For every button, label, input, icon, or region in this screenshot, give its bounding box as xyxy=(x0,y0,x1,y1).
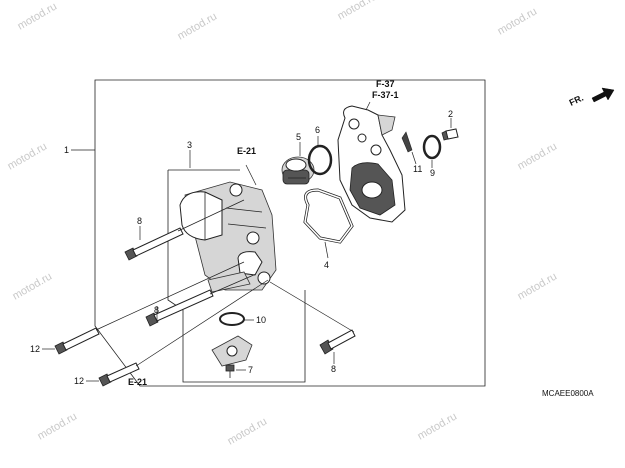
callout-12-lower: 12 xyxy=(74,376,84,386)
o-ring-cover xyxy=(219,312,245,326)
watermark: motod.ru xyxy=(36,410,80,442)
watermark: motod.ru xyxy=(336,0,380,23)
watermark: motod.ru xyxy=(226,415,270,447)
callout-6: 6 xyxy=(315,125,320,135)
clip xyxy=(401,131,413,153)
watermark: motod.ru xyxy=(16,0,60,32)
thermostat-housing xyxy=(337,105,406,223)
callout-11: 11 xyxy=(413,164,422,174)
reference-e21-top: E-21 xyxy=(237,146,256,156)
callout-4: 4 xyxy=(324,260,329,270)
callout-12-upper: 12 xyxy=(30,344,40,354)
bleed-bolt xyxy=(441,128,459,141)
watermark: motod.ru xyxy=(516,270,560,302)
callout-10: 10 xyxy=(256,315,266,325)
callout-9: 9 xyxy=(430,168,435,178)
watermark: motod.ru xyxy=(496,5,540,37)
bolt-8-upper xyxy=(124,227,184,261)
reference-f37: F-37 xyxy=(376,79,395,89)
callout-8-upper: 8 xyxy=(137,216,142,226)
direction-label: FR. xyxy=(568,93,585,108)
front-arrow-icon xyxy=(591,87,615,103)
callout-3: 3 xyxy=(187,140,192,150)
diagram-code: MCAEE0800A xyxy=(542,389,594,398)
bolt-12-lower xyxy=(98,362,140,387)
watermark: motod.ru xyxy=(416,410,460,442)
leader-lines xyxy=(42,101,452,382)
reference-f37-1: F-37-1 xyxy=(372,90,399,100)
watermark: motod.ru xyxy=(176,10,220,42)
watermark: motod.ru xyxy=(11,270,55,302)
watermark-layer: motod.ru motod.ru motod.ru motod.ru moto… xyxy=(6,0,560,448)
bolt-12-upper xyxy=(54,327,100,355)
front-direction-indicator: FR. xyxy=(568,87,615,108)
o-ring-small xyxy=(422,134,442,160)
bolt-8-right xyxy=(319,329,356,355)
callout-7: 7 xyxy=(248,365,253,375)
watermark: motod.ru xyxy=(6,140,50,172)
pump-cover xyxy=(179,181,277,293)
callout-2: 2 xyxy=(448,109,453,119)
cover-plate xyxy=(211,335,253,367)
assembly-frame xyxy=(94,79,486,387)
callout-8-middle: 8 xyxy=(154,305,159,315)
callout-5: 5 xyxy=(296,132,301,142)
callout-8-right: 8 xyxy=(331,364,336,374)
o-ring-large xyxy=(307,144,333,176)
reference-e21-bottom: E-21 xyxy=(128,377,147,387)
sub-assembly-frame xyxy=(167,170,306,383)
watermark: motod.ru xyxy=(516,140,560,172)
bolt-7 xyxy=(225,364,235,378)
callout-1: 1 xyxy=(64,145,69,155)
bolt-8-middle xyxy=(145,289,214,327)
thermostat xyxy=(281,156,315,185)
